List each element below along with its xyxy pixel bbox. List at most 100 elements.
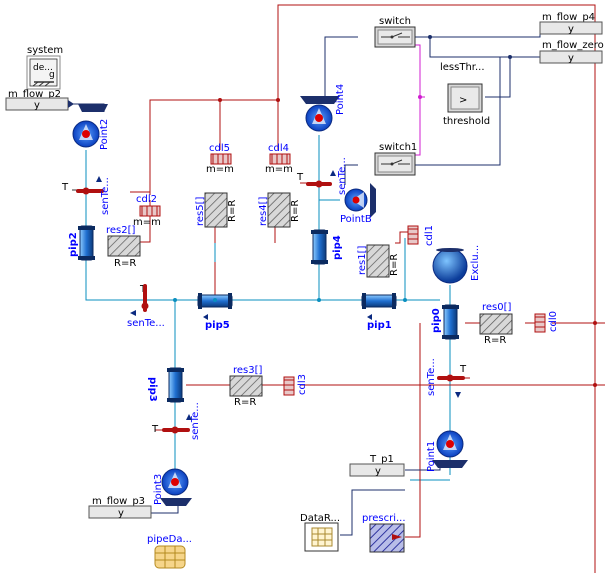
cdl4[interactable]: cdl4 m=m [265,143,293,175]
pip3-label: pip3 [147,377,158,402]
m-flow-zero-label: m_flow_zero [542,40,604,51]
temperature-sensor-3[interactable]: T senTe... [151,402,201,440]
less-threshold-block[interactable]: lessThr... > threshold [440,62,490,127]
pip0-label: pip0 [431,308,442,333]
m-flow-zero-output: y [568,53,574,64]
m-flow-p2-source[interactable]: m_flow_p2 y [5,89,74,111]
cdl1[interactable]: cdl1 [407,225,435,246]
t-p1-label: T_p1 [369,454,394,465]
heat-port-icon [160,498,192,506]
system-block[interactable]: system de... g [26,45,63,90]
m-flow-p3-output: y [118,508,124,519]
m-flow-p4-source[interactable]: m_flow_p4 y [539,12,603,35]
res4[interactable]: res4[] R=R [258,192,301,228]
cdl0[interactable]: cdl0 [534,311,559,333]
res3[interactable]: res3[] R=R [229,365,263,408]
point1-label: Point1 [426,441,437,472]
res4-param: R=R [290,200,301,222]
m-flow-p4-label: m_flow_p4 [542,12,595,23]
arrow-down-icon [455,392,461,398]
res2[interactable]: res2[] R=R [106,225,141,269]
cdl5[interactable]: cdl5 m=m [206,143,234,175]
res2-label: res2[] [106,225,136,236]
pip2-label: pip2 [68,232,79,257]
less-threshold-label: lessThr... [440,62,485,73]
sen-tem-1-label: senTe... [426,358,437,396]
heat-port-icon [300,96,340,104]
res0-label: res0[] [482,302,512,313]
pip1-label: pip1 [367,320,392,331]
cdl3-label: cdl3 [297,374,308,395]
res5[interactable]: res5[] R=R [195,192,238,228]
junctions [173,35,597,387]
pointB-source[interactable]: PointB [340,183,376,225]
gravity-icon: g [49,70,55,80]
arrow-up-icon [330,170,336,176]
res2-param: R=R [114,258,136,269]
exclude-label: Exclu... [470,245,481,281]
res3-label: res3[] [233,365,263,376]
res0[interactable]: res0[] R=R [479,302,513,346]
arrow-left-icon [130,310,136,316]
pip4-label: pip4 [332,235,343,260]
cdl5-param: m=m [206,164,234,175]
point2-source[interactable]: Point2 [72,104,110,150]
point4-label: Point4 [335,84,346,115]
cdl2[interactable]: cdl2 m=m [133,194,161,228]
pip5-label: pip5 [205,320,230,331]
point3-label: Point3 [153,474,164,505]
temperature-sensor-1[interactable]: T senTe... [426,358,467,398]
temperature-sensor-main[interactable]: T senTe... [127,284,165,329]
prescribed-heat[interactable]: prescri... [362,513,406,553]
heat-port-icon [78,104,108,112]
pip1[interactable]: pip1 [361,293,397,331]
cdl1-label: cdl1 [424,225,435,246]
t-label-low: T [151,424,159,435]
prescribed-label: prescri... [362,513,406,524]
sen-tem-2-label: senTe... [100,177,111,215]
pipe-data-label: pipeDa... [147,534,192,545]
res3-param: R=R [234,397,256,408]
arrow-left-icon [367,314,372,320]
m-flow-p2-label: m_flow_p2 [8,89,61,100]
cdl2-label: cdl2 [136,194,157,205]
data-reader-label: DataR... [300,513,340,524]
temperature-sensor-4[interactable]: T senTe... [296,157,348,195]
pip0[interactable]: pip0 [431,304,459,340]
m-flow-p3-source[interactable]: m_flow_p3 y [88,496,152,519]
pip3[interactable]: pip3 [147,367,184,403]
switch-label: switch [379,16,411,27]
res5-label: res5[] [195,196,206,226]
t-p1-output: y [375,466,381,477]
sen-tem-4-label: senTe... [337,157,348,195]
res4-label: res4[] [258,196,269,226]
pip2[interactable]: pip2 [68,225,95,261]
data-reader[interactable]: DataR... [300,513,340,552]
t-label-right: T [459,364,467,375]
res0-param: R=R [484,335,506,346]
system-label: system [27,45,63,56]
switch1-block[interactable]: switch1 [374,142,417,176]
point4-source[interactable]: Point4 [300,84,346,132]
cdl3[interactable]: cdl3 [283,374,308,396]
temperature-sensor-2[interactable]: T senTe... [61,176,111,215]
switch-block[interactable]: switch [374,16,416,48]
res1-param: R=R [389,254,400,276]
m-flow-p3-label: m_flow_p3 [92,496,145,507]
pipe-data-record[interactable]: pipeDa... [147,534,192,569]
point2-label: Point2 [99,119,110,150]
pip4[interactable]: pip4 [311,229,343,265]
pointB-label: PointB [340,214,372,225]
res1-label: res1[] [357,245,368,275]
heat-port-icon [370,183,376,218]
m-flow-zero-source[interactable]: m_flow_zero y [539,40,604,64]
m-flow-p4-output: y [568,24,574,35]
t-label-top: T [61,182,69,193]
res1[interactable]: res1[] R=R [357,244,400,278]
point3-source[interactable]: Point3 [153,468,192,506]
t-p1-source[interactable]: T_p1 y [349,454,405,477]
exclude-tank[interactable]: Exclu... [432,245,481,284]
cdl4-label: cdl4 [268,143,289,154]
point1-source[interactable]: Point1 [426,430,468,472]
